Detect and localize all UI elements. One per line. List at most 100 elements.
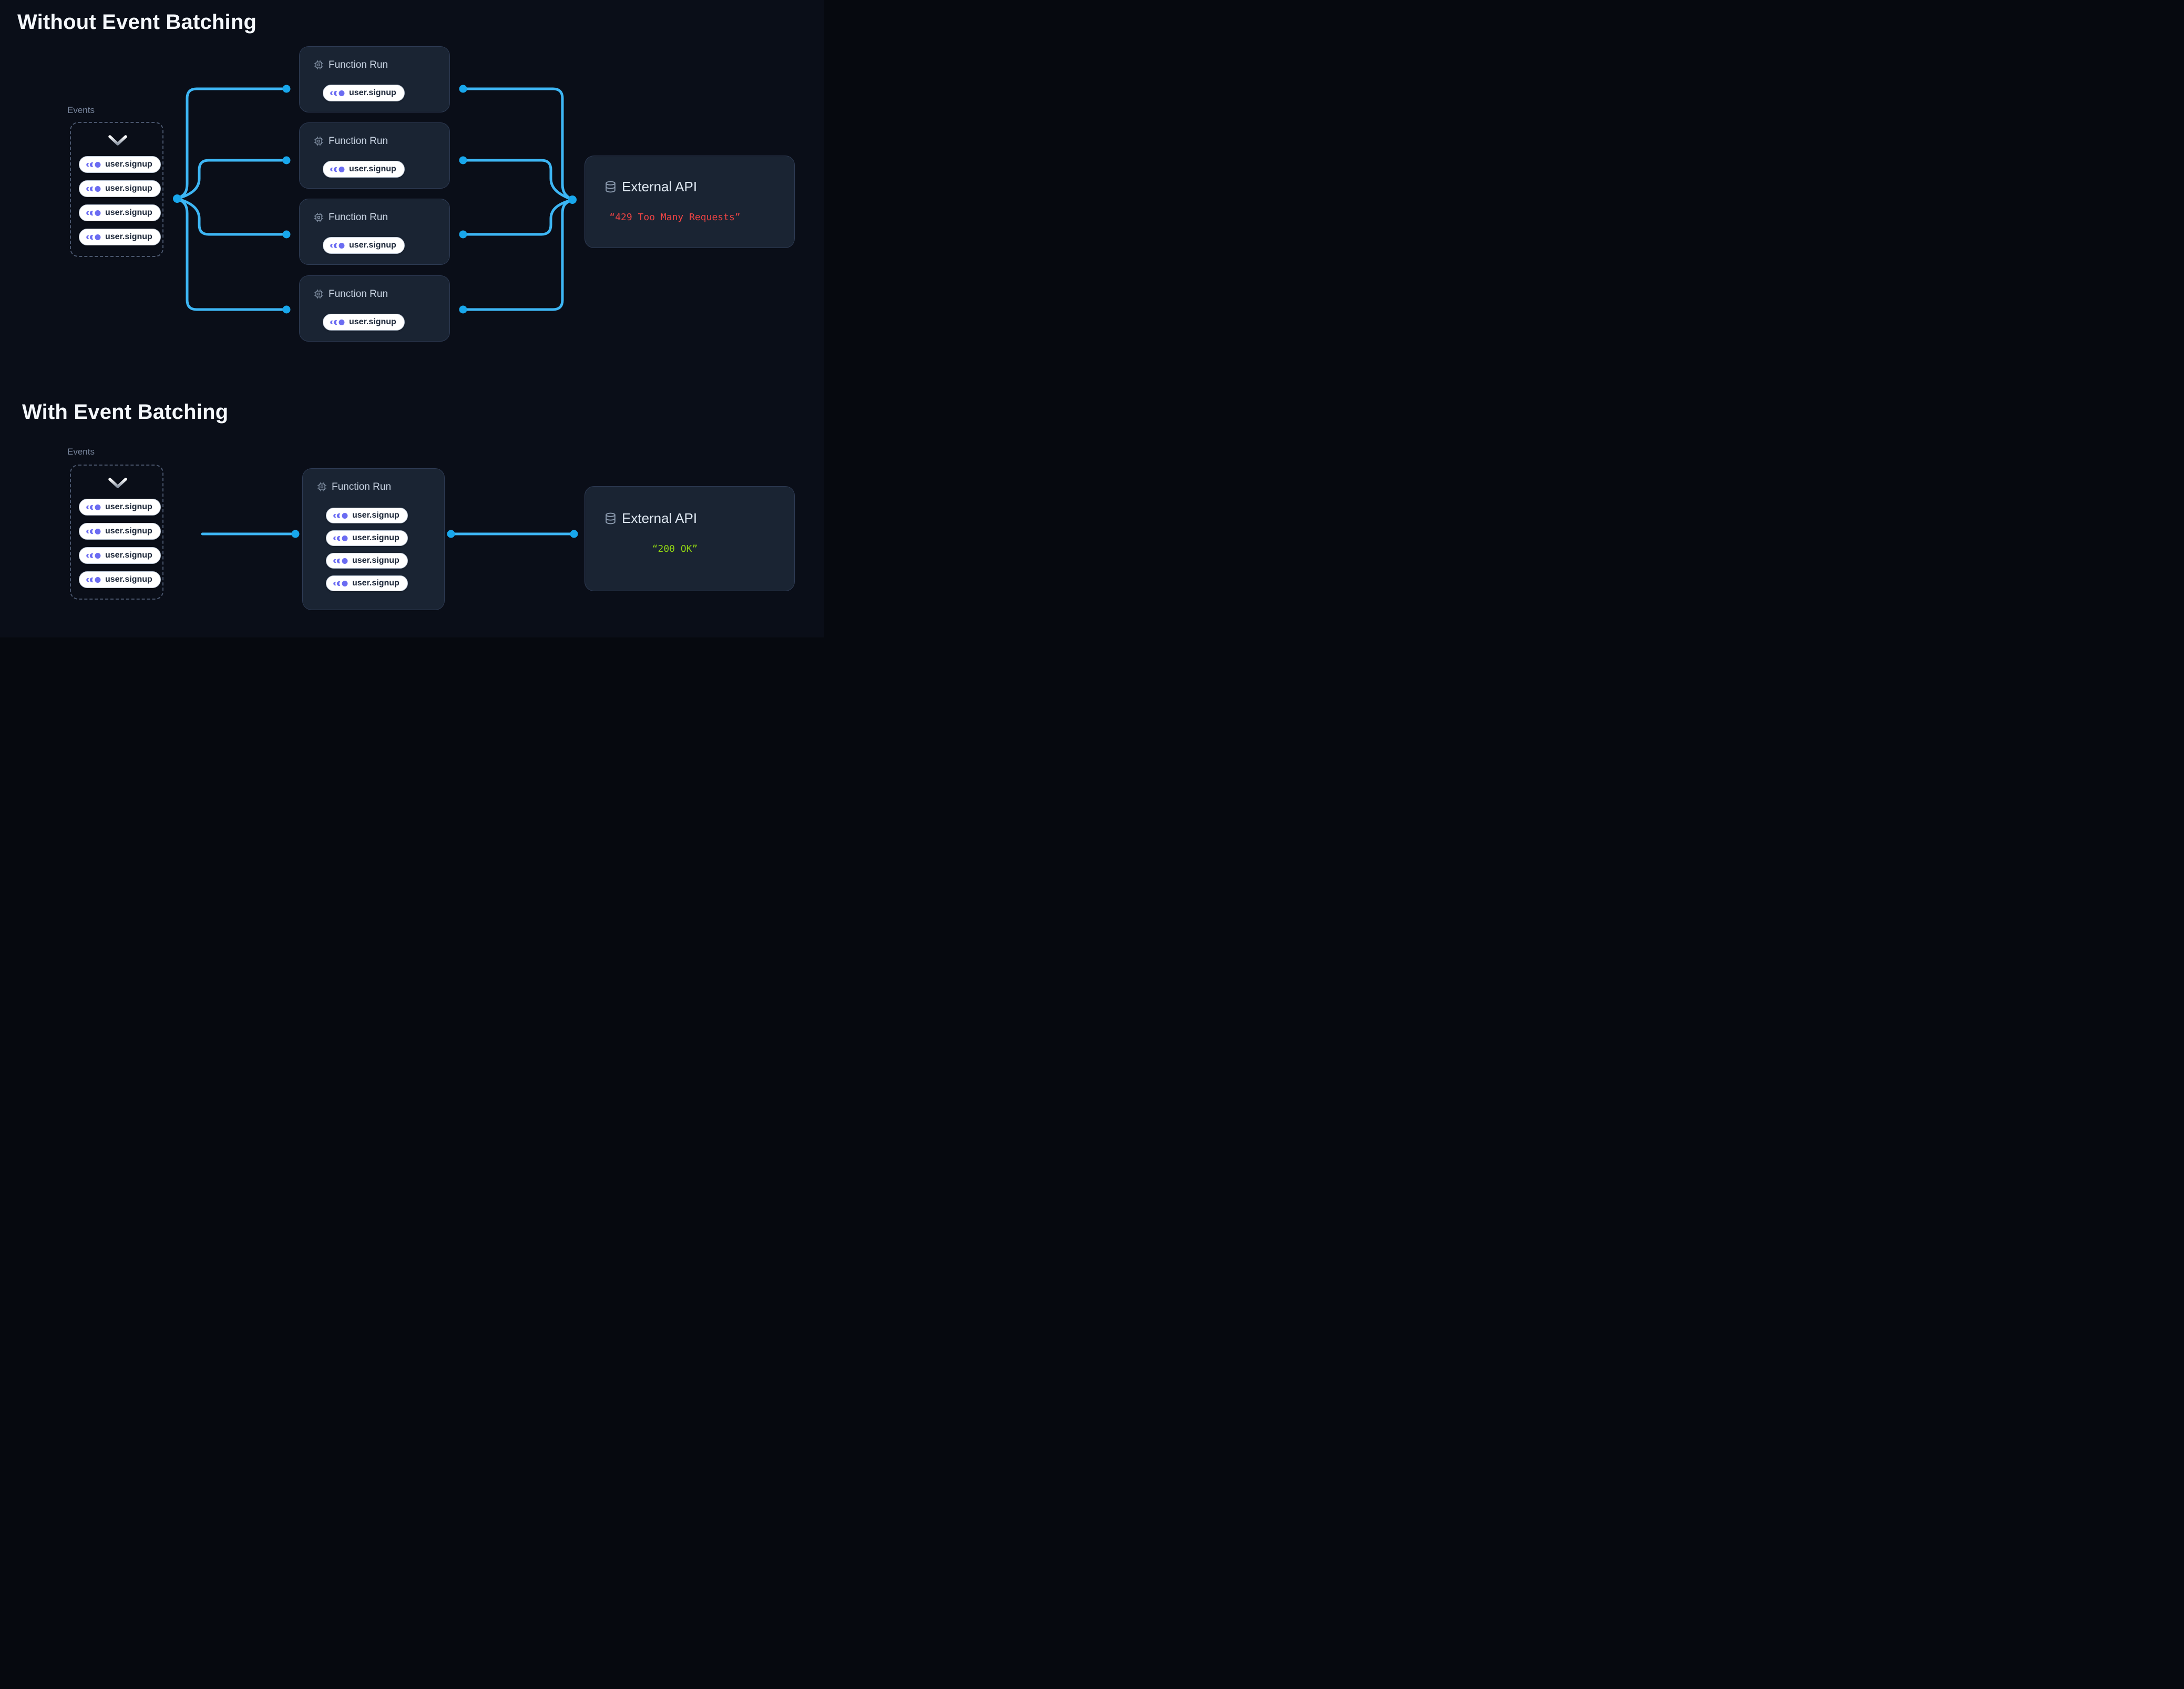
connection-line [176,87,288,200]
function-run-card: Function Run user.signup [299,275,450,342]
event-pill-label: user.signup [105,208,152,217]
events-label: Events [67,447,95,457]
connection-line [462,159,574,201]
connection-dot [282,85,291,93]
cpu-chip-icon [314,212,324,222]
external-api-card: External API “200 OK” [585,486,795,591]
connection-dot [173,194,181,203]
event-pill-label: user.signup [352,511,399,520]
function-run-title: Function Run [329,289,388,300]
external-api-title: External API [622,510,698,526]
event-pill-label: user.signup [349,164,396,173]
events-box: user.signup user.signup user.signup [70,122,163,257]
chevron-down-icon [108,135,127,146]
section-title-without-batching: Without Event Batching [17,11,257,34]
event-pill-label: user.signup [352,579,399,588]
event-pill-label: user.signup [105,502,152,511]
event-pill-label: user.signup [349,241,396,250]
function-run-card: Function Run user.signup [299,122,450,189]
event-trail-icon [86,528,101,534]
connection-line [176,197,288,236]
event-trail-icon [330,319,345,325]
event-trail-icon [86,234,101,240]
event-pill-label: user.signup [352,533,399,542]
event-trail-icon [86,186,101,192]
external-api-card: External API “429 Too Many Requests” [585,156,795,248]
event-pill: user.signup [79,499,161,516]
function-run-title: Function Run [329,59,388,70]
event-pill: user.signup [79,571,161,588]
event-pill-label: user.signup [349,317,396,326]
connection-line [462,87,574,201]
connection-dot [459,230,467,239]
cpu-chip-icon [314,289,324,299]
cpu-chip-icon [314,136,324,146]
connection-dot [282,156,291,164]
chevron-down-icon [108,478,127,488]
function-run-card: Function Run user.signup [299,46,450,112]
event-trail-icon [333,535,348,541]
event-pill-label: user.signup [105,527,152,535]
connection-dot [282,230,291,239]
events-label: Events [67,105,95,115]
database-icon [606,512,616,524]
connection-dot [570,530,578,538]
event-pill: user.signup [79,229,161,245]
event-pill: user.signup [323,314,405,331]
event-batching-diagram: Without Event Batching Events user.signu… [0,0,824,637]
connection-line [176,159,288,200]
event-pill: user.signup [326,530,408,546]
event-pill: user.signup [79,156,161,173]
event-trail-icon [330,242,345,249]
connection-dot [447,530,455,538]
api-status-error: “429 Too Many Requests” [609,212,741,223]
connection-dot [459,305,467,314]
event-pill-label: user.signup [105,232,152,241]
external-api-title: External API [622,179,698,194]
event-trail-icon [86,210,101,216]
events-box: user.signup user.signup user.signup [70,465,163,600]
connection-line [462,198,574,311]
event-pill-label: user.signup [105,160,152,169]
function-run-title: Function Run [329,212,388,223]
event-pill-label: user.signup [105,575,152,584]
section-title-with-batching: With Event Batching [22,400,229,424]
event-trail-icon [86,576,101,583]
event-pill: user.signup [323,161,405,178]
event-pill: user.signup [326,575,408,591]
event-trail-icon [86,504,101,510]
event-pill: user.signup [79,523,161,540]
event-pill-label: user.signup [352,556,399,565]
database-icon [606,181,616,192]
event-pill: user.signup [79,547,161,564]
event-pill: user.signup [79,204,161,221]
function-run-card: Function Run user.signup [299,199,450,265]
event-trail-icon [86,161,101,168]
event-pill-label: user.signup [105,551,152,560]
event-trail-icon [330,90,345,96]
function-run-title: Function Run [329,136,388,147]
event-pill-label: user.signup [105,184,152,193]
connection-dot [459,156,467,164]
event-pill: user.signup [326,508,408,523]
cpu-chip-icon [317,482,327,492]
cpu-chip-icon [314,60,324,70]
connection-dot [291,530,300,538]
event-pill: user.signup [79,180,161,197]
connection-dot [459,85,467,93]
event-pill: user.signup [326,553,408,569]
event-trail-icon [333,512,348,519]
event-trail-icon [333,580,348,586]
function-run-card-batched: Function Run user.signup user.signup [302,468,445,610]
connection-line [176,197,288,311]
event-trail-icon [86,552,101,559]
event-trail-icon [330,166,345,172]
function-run-title: Function Run [332,481,392,492]
event-pill-label: user.signup [349,88,396,97]
event-pill: user.signup [323,237,405,254]
connection-line [462,198,574,236]
connection-dot [282,305,291,314]
event-trail-icon [333,558,348,564]
connection-dot [568,195,577,204]
event-pill: user.signup [323,85,405,101]
